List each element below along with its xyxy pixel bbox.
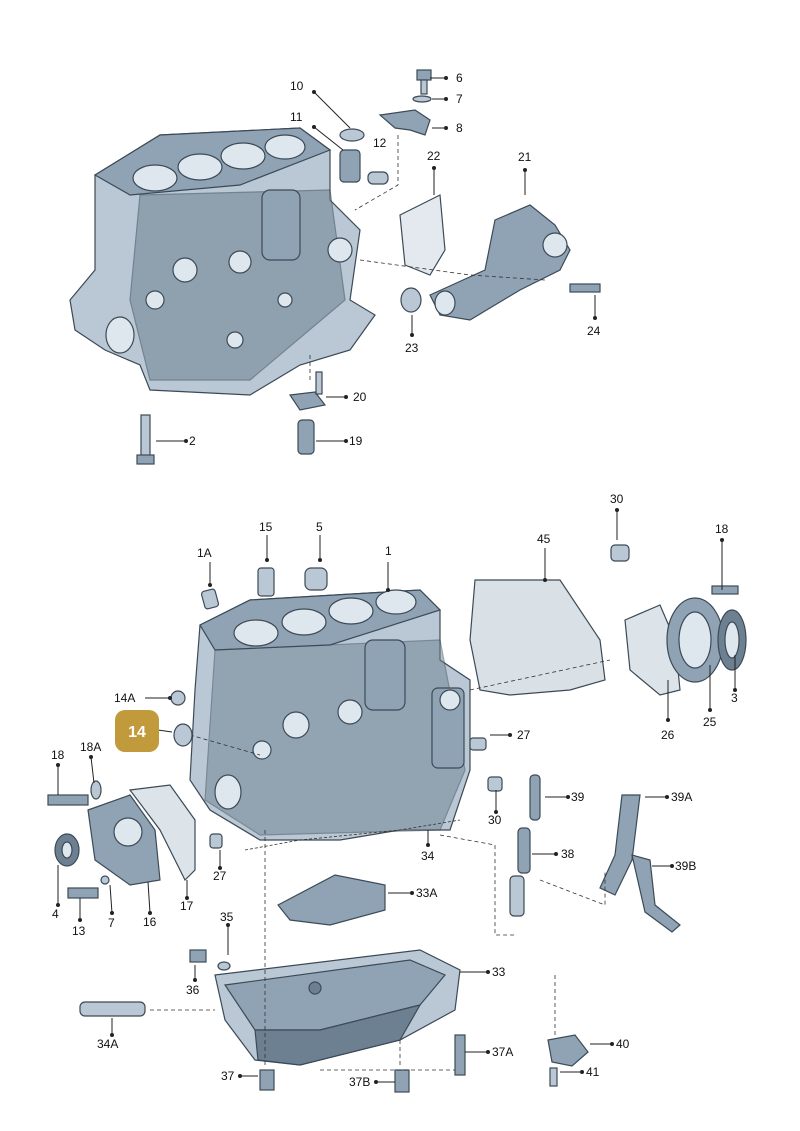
callout-30-top: 30	[610, 492, 624, 506]
callout-17: 17	[180, 899, 194, 913]
callout-39: 39	[571, 790, 585, 804]
dipstick-parts	[509, 774, 681, 933]
callout-30-bottom: 30	[488, 813, 502, 827]
callout-27-right: 27	[517, 728, 531, 742]
callout-19: 19	[349, 434, 363, 448]
callout-14A: 14A	[114, 691, 135, 705]
highlight-badge[interactable]	[115, 710, 159, 752]
cover-plate	[469, 579, 606, 696]
oil-pan	[214, 949, 461, 1066]
front-seal-assembly	[47, 780, 196, 899]
callout-18A: 18A	[80, 740, 101, 754]
callout-37B: 37B	[349, 1075, 370, 1089]
callout-20: 20	[353, 390, 367, 404]
upper-engine-block	[69, 127, 376, 396]
callout-37: 37	[221, 1069, 235, 1083]
block-plugs-and-sleeves	[170, 544, 630, 849]
lower-engine-block	[189, 589, 471, 841]
callout-24: 24	[587, 324, 601, 338]
callout-40: 40	[616, 1037, 630, 1051]
callout-33: 33	[492, 965, 506, 979]
callout-15: 15	[259, 520, 273, 534]
callout-11: 11	[290, 110, 303, 124]
highlight-badge-label: 14	[128, 724, 146, 741]
callout-25: 25	[703, 715, 717, 729]
callout-5: 5	[316, 520, 323, 534]
leader-lines	[56, 76, 737, 1084]
callout-27-left: 27	[213, 869, 227, 883]
callout-37A: 37A	[492, 1045, 513, 1059]
oil-baffle	[277, 874, 386, 926]
callout-39B: 39B	[675, 859, 696, 873]
callout-34A: 34A	[97, 1037, 118, 1051]
callout-10: 10	[290, 79, 304, 93]
callout-3: 3	[731, 691, 738, 705]
callout-26: 26	[661, 728, 675, 742]
callout-38: 38	[561, 847, 575, 861]
callout-34: 34	[421, 849, 435, 863]
callout-45: 45	[537, 532, 551, 546]
highlighted-part-14[interactable]: 14	[115, 710, 193, 752]
callout-6: 6	[456, 71, 463, 85]
callout-41: 41	[586, 1065, 600, 1079]
upper-callouts: 10 11 12 6 7 8 22 21 23 24 20 19 2	[189, 71, 601, 448]
callout-21: 21	[518, 150, 532, 164]
lower-callouts: 30 15 5 1A 1 45 18 14A 27 3 26 25 18 18A…	[51, 492, 738, 1089]
pan-gasket	[244, 819, 461, 851]
callout-18-right: 18	[715, 522, 729, 536]
callout-16: 16	[143, 915, 157, 929]
callout-12: 12	[373, 136, 387, 150]
callout-18-left: 18	[51, 748, 65, 762]
callout-1A: 1A	[197, 546, 212, 560]
oil-pan-hardware	[79, 949, 589, 1093]
callout-7-bottom: 7	[108, 916, 115, 930]
callout-35: 35	[220, 910, 234, 924]
callout-22: 22	[427, 149, 441, 163]
callout-23: 23	[405, 341, 419, 355]
callout-4: 4	[52, 907, 59, 921]
upper-small-parts	[136, 69, 601, 465]
callout-33A: 33A	[416, 886, 437, 900]
callout-13: 13	[72, 924, 86, 938]
callout-7: 7	[456, 92, 463, 106]
callout-39A: 39A	[671, 790, 692, 804]
rear-seal-assembly	[624, 585, 747, 696]
callout-2: 2	[189, 434, 196, 448]
callout-8: 8	[456, 121, 463, 135]
callout-36: 36	[186, 983, 200, 997]
callout-1: 1	[385, 544, 392, 558]
